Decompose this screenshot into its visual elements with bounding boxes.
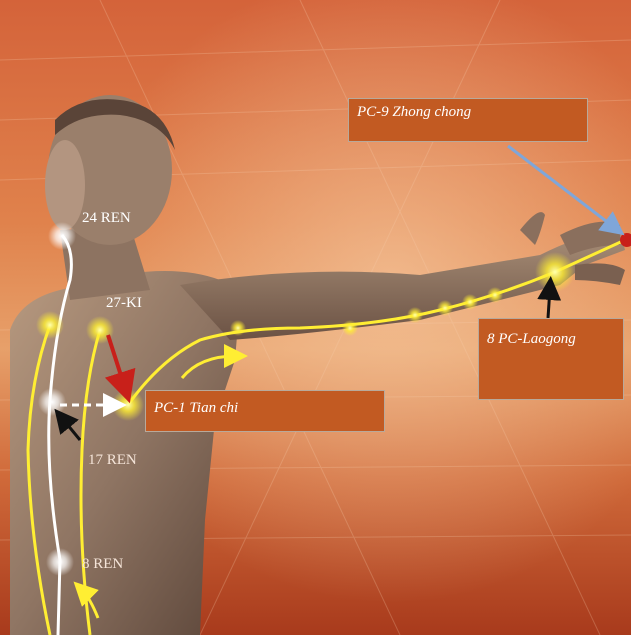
point-8-ren: [46, 548, 74, 576]
black-arrow-laogong: [548, 288, 550, 318]
label-pc1-tianchi: PC-1 Tian chi: [145, 390, 385, 432]
point-pc8-laogong: [535, 252, 575, 292]
label-pc8-laogong: 8 PC-Laogong: [478, 318, 624, 400]
label-17-ren: 17 REN: [88, 452, 137, 469]
meridian-point: [342, 320, 358, 336]
label-text: PC-9 Zhong chong: [357, 104, 471, 120]
label-27-ki: 27-KI: [106, 295, 142, 312]
label-24-ren: 24 REN: [82, 210, 131, 227]
meridian-point: [437, 300, 453, 316]
label-text: PC-1 Tian chi: [154, 400, 238, 416]
label-text: 8 PC-Laogong: [487, 331, 576, 347]
meridian-point: [230, 320, 246, 336]
point-17-ren: [38, 388, 66, 416]
meridian-point: [487, 287, 503, 303]
point-glow: [36, 311, 64, 339]
label-8-ren: 8 REN: [82, 556, 123, 573]
meridian-point: [462, 294, 478, 310]
point-24-ren: [48, 222, 76, 250]
label-pc9-zhongchong: PC-9 Zhong chong: [348, 98, 588, 142]
point-pc1: [112, 389, 144, 421]
meridian-point: [407, 307, 423, 323]
